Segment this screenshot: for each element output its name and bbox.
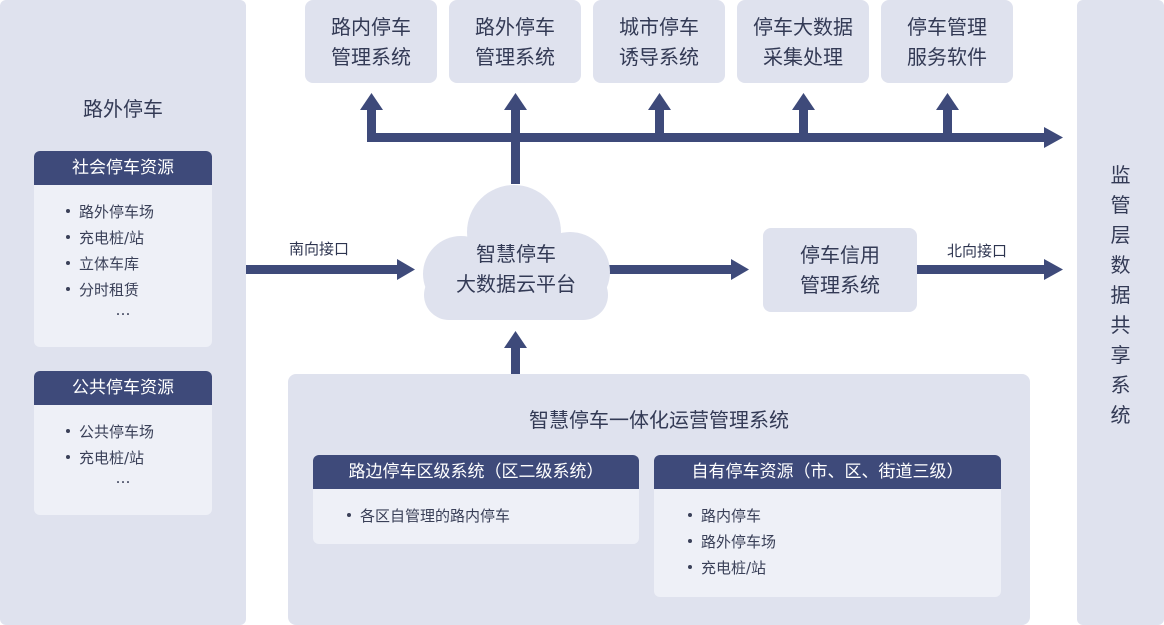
left-panel: 路外停车 社会停车资源 路外停车场 充电桩/站 立体车库 分时租赁 … 公共停车… xyxy=(0,0,246,625)
list-item: 公共停车场 xyxy=(66,419,212,445)
regulatory-data-sharing-panel: 监 管 层 数 据 共 享 系 统 xyxy=(1077,0,1164,625)
regulatory-data-sharing-label: 监 管 层 数 据 共 享 系 统 xyxy=(1110,163,1131,427)
operations-system-panel: 智慧停车一体化运营管理系统 路边停车区级系统（区二级系统） 各区自管理的路内停车… xyxy=(288,374,1030,625)
cloud-credit-arrowhead xyxy=(731,259,749,280)
list-item: 充电桩/站 xyxy=(688,555,1001,581)
arrow-up-bigdata xyxy=(792,93,815,110)
bottom-up-arrowhead xyxy=(504,331,527,348)
public-parking-list: 公共停车场 充电桩/站 xyxy=(34,405,212,471)
list-item: 路内停车 xyxy=(688,503,1001,529)
system-box-guidance: 城市停车 诱导系统 xyxy=(593,0,725,83)
social-parking-more: … xyxy=(115,301,131,319)
arrow-up-offstreet xyxy=(504,93,527,110)
list-item: 充电桩/站 xyxy=(66,445,212,471)
list-item: 分时租赁 xyxy=(66,277,212,303)
list-item: 各区自管理的路内停车 xyxy=(347,503,639,529)
arrow-up-service xyxy=(936,93,959,110)
roadside-district-title: 路边停车区级系统（区二级系统） xyxy=(313,455,639,489)
credit-management-box: 停车信用 管理系统 xyxy=(763,228,917,312)
roadside-district-card: 路边停车区级系统（区二级系统） 各区自管理的路内停车 xyxy=(313,455,639,544)
system-box-service-software: 停车管理 服务软件 xyxy=(881,0,1013,83)
list-item: 路外停车场 xyxy=(688,529,1001,555)
own-resources-card: 自有停车资源（市、区、街道三级） 路内停车 路外停车场 充电桩/站 xyxy=(654,455,1001,597)
cloud-shape xyxy=(423,185,610,320)
operations-system-title: 智慧停车一体化运营管理系统 xyxy=(529,408,789,432)
north-interface-label: 北向接口 xyxy=(947,242,1008,260)
left-panel-title: 路外停车 xyxy=(83,97,163,121)
public-parking-more: … xyxy=(115,469,131,487)
north-arrowhead xyxy=(1044,259,1063,280)
own-resources-title: 自有停车资源（市、区、街道三级） xyxy=(654,455,1001,489)
system-box-onstreet: 路内停车 管理系统 xyxy=(305,0,437,83)
system-box-bigdata: 停车大数据 采集处理 xyxy=(737,0,869,83)
cloud-platform-label: 智慧停车 大数据云平台 xyxy=(456,242,576,296)
top-bus-line xyxy=(367,133,1047,142)
arrow-up-onstreet xyxy=(360,93,383,110)
public-parking-title: 公共停车资源 xyxy=(34,371,212,405)
south-arrow-line xyxy=(246,265,400,274)
public-parking-card: 公共停车资源 公共停车场 充电桩/站 … xyxy=(34,371,212,515)
own-resources-list: 路内停车 路外停车场 充电桩/站 xyxy=(654,489,1001,581)
south-interface-label: 南向接口 xyxy=(289,240,350,258)
social-parking-title: 社会停车资源 xyxy=(34,151,212,185)
social-parking-card: 社会停车资源 路外停车场 充电桩/站 立体车库 分时租赁 … xyxy=(34,151,212,347)
top-bus-arrowhead xyxy=(1044,127,1063,148)
cloud-credit-line xyxy=(609,265,734,274)
roadside-district-list: 各区自管理的路内停车 xyxy=(313,489,639,529)
list-item: 充电桩/站 xyxy=(66,225,212,251)
system-box-offstreet: 路外停车 管理系统 xyxy=(449,0,581,83)
social-parking-list: 路外停车场 充电桩/站 立体车库 分时租赁 xyxy=(34,185,212,303)
list-item: 立体车库 xyxy=(66,251,212,277)
north-arrow-line xyxy=(917,265,1046,274)
south-arrowhead xyxy=(397,259,415,280)
bottom-up-line xyxy=(511,344,520,375)
list-item: 路外停车场 xyxy=(66,199,212,225)
arrow-up-guidance xyxy=(648,93,671,110)
